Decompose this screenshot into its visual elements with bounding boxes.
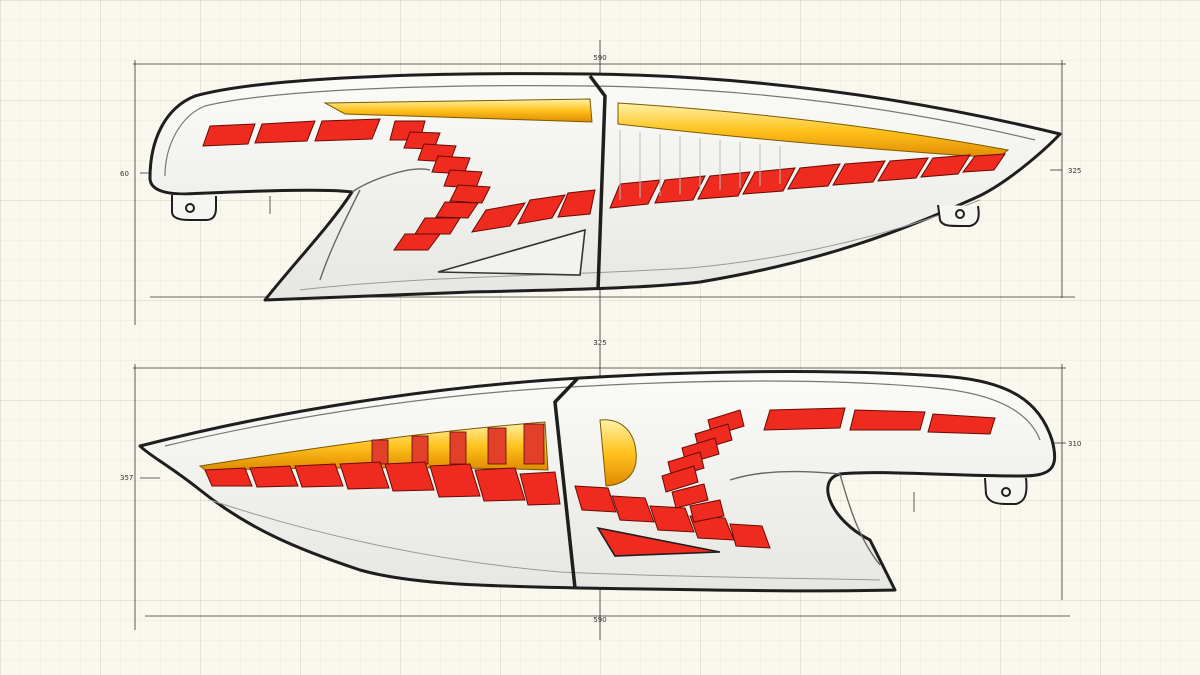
bottom-red-segments	[204, 407, 996, 549]
bottom-split-line	[553, 376, 580, 589]
top-tail-light-drawing: 590 60 325	[120, 40, 1081, 340]
bottom-tail-light-drawing: 325 357 310 590	[120, 339, 1081, 640]
bottom-red-wedge	[596, 526, 721, 557]
top-housing-inner-line	[164, 85, 1036, 177]
bottom-housing-inner-line	[164, 380, 1041, 447]
top-split-line	[588, 74, 607, 291]
top-mount-tab-left	[171, 195, 217, 221]
top-right-height-label: 325	[1068, 167, 1081, 175]
top-inner-hook	[319, 168, 431, 281]
bottom-mount-tab	[984, 477, 1028, 505]
top-red-segments	[202, 118, 1006, 251]
top-clear-reflector	[437, 228, 586, 276]
top-width-label: 590	[593, 54, 606, 62]
bottom-amber-cells	[371, 423, 545, 465]
top-mount-tab-right	[937, 204, 980, 227]
top-clear-ribs	[619, 130, 781, 200]
bottom-left-height-label: 357	[120, 474, 133, 482]
bottom-right-height-label: 310	[1068, 440, 1081, 448]
top-lower-sweep	[299, 199, 981, 291]
top-left-height-label: 60	[120, 170, 129, 178]
bottom-center-amber-block	[599, 419, 637, 487]
bottom-width-label: 325	[593, 339, 606, 347]
top-amber-strip-left	[323, 98, 593, 123]
bottom-base-width-label: 590	[593, 616, 606, 624]
bottom-inner-hook	[729, 470, 881, 566]
bottom-lower-sweep	[209, 499, 881, 581]
